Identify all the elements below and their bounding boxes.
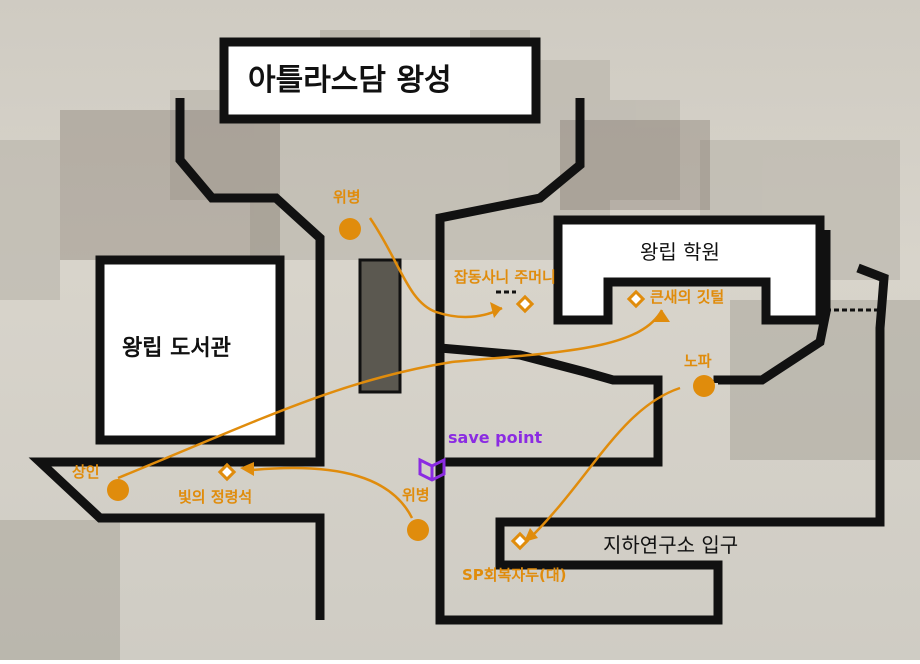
- npc-marker: [407, 519, 429, 541]
- library-label: 왕립 도서관: [122, 336, 231, 361]
- npc-oldwoman-label: 노파: [684, 352, 712, 370]
- npc-marker: [339, 218, 361, 240]
- npc-guard-label: 위병: [333, 188, 361, 206]
- item-marker: [515, 294, 535, 314]
- book-icon: [418, 457, 446, 482]
- academy-room: [553, 215, 825, 325]
- title-box: [219, 37, 541, 124]
- map-title: 아틀라스담 왕성: [248, 63, 452, 98]
- castle-walls: [28, 98, 889, 625]
- npc-marker: [107, 479, 129, 501]
- route-lines: [117, 217, 681, 541]
- item-lightstone-label: 빛의 정령석: [178, 488, 253, 506]
- npc-marker: [693, 375, 715, 397]
- library-room: [95, 255, 285, 445]
- item-feather-label: 큰새의 깃털: [650, 288, 725, 306]
- item-spplum-label: SP회복자두(대): [462, 566, 567, 584]
- npc-guard-label: 위병: [402, 486, 430, 504]
- route-arrowheads: [240, 302, 670, 542]
- item-marker: [510, 531, 530, 551]
- item-marker: [217, 462, 237, 482]
- item-bag-label: 잡동사니 주머니: [454, 268, 556, 286]
- npc-merchant-label: 상인: [72, 463, 100, 481]
- save-point-label: save point: [448, 428, 543, 447]
- lab-entrance-label: 지하연구소 입구: [603, 533, 739, 557]
- academy-label: 왕립 학원: [640, 240, 720, 264]
- item-marker: [626, 289, 646, 309]
- pillar: [358, 258, 402, 394]
